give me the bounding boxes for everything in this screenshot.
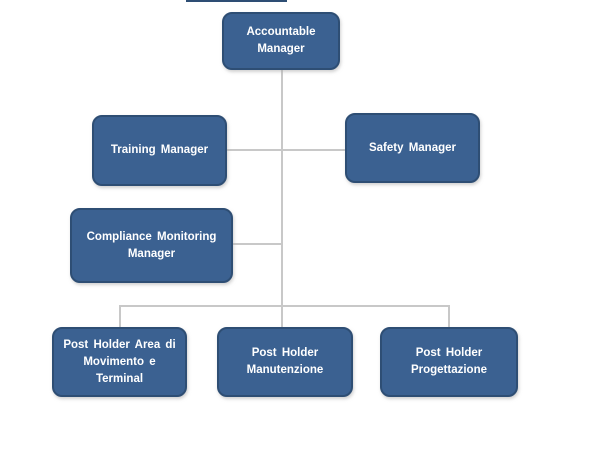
connector-training-safety-branch — [227, 149, 345, 151]
node-label-line: Accountable — [246, 26, 316, 38]
node-label-line: Terminal — [95, 372, 144, 385]
node-label-line: Post Holder Area di — [63, 338, 176, 351]
connector-main-trunk — [281, 70, 283, 328]
org-node-post-holder-progettazione: Post Holder Progettazione — [380, 327, 518, 397]
org-node-training-manager: Training Manager — [92, 115, 227, 186]
org-node-safety-manager: Safety Manager — [345, 113, 480, 183]
org-node-accountable-manager: Accountable Manager — [222, 12, 340, 70]
connector-drop-right — [448, 305, 450, 328]
node-label-line: Progettazione — [410, 364, 488, 376]
node-label-line: Safety Manager — [368, 141, 456, 154]
clipped-box-edge — [186, 0, 287, 2]
node-label-line: Movimento e — [83, 355, 156, 368]
node-label-line: Manager — [127, 247, 176, 260]
org-node-post-holder-area-di-movimento-e-terminal: Post Holder Area di Movimento e Terminal — [52, 327, 187, 397]
connector-compliance-branch — [233, 243, 282, 245]
org-node-compliance-monitoring-manager: Compliance Monitoring Manager — [70, 208, 233, 283]
connector-drop-left — [119, 305, 121, 328]
org-node-post-holder-manutenzione: Post Holder Manutenzione — [217, 327, 353, 397]
node-label-line: Manager — [257, 43, 305, 55]
node-label-line: Training Manager — [110, 144, 209, 156]
connector-bottom-rail — [119, 305, 450, 307]
node-label-line: Compliance Monitoring — [86, 230, 217, 243]
node-label-line: Post Holder — [415, 347, 483, 359]
node-label-line: Post Holder — [251, 347, 319, 359]
node-label-line: Manutenzione — [246, 364, 324, 376]
